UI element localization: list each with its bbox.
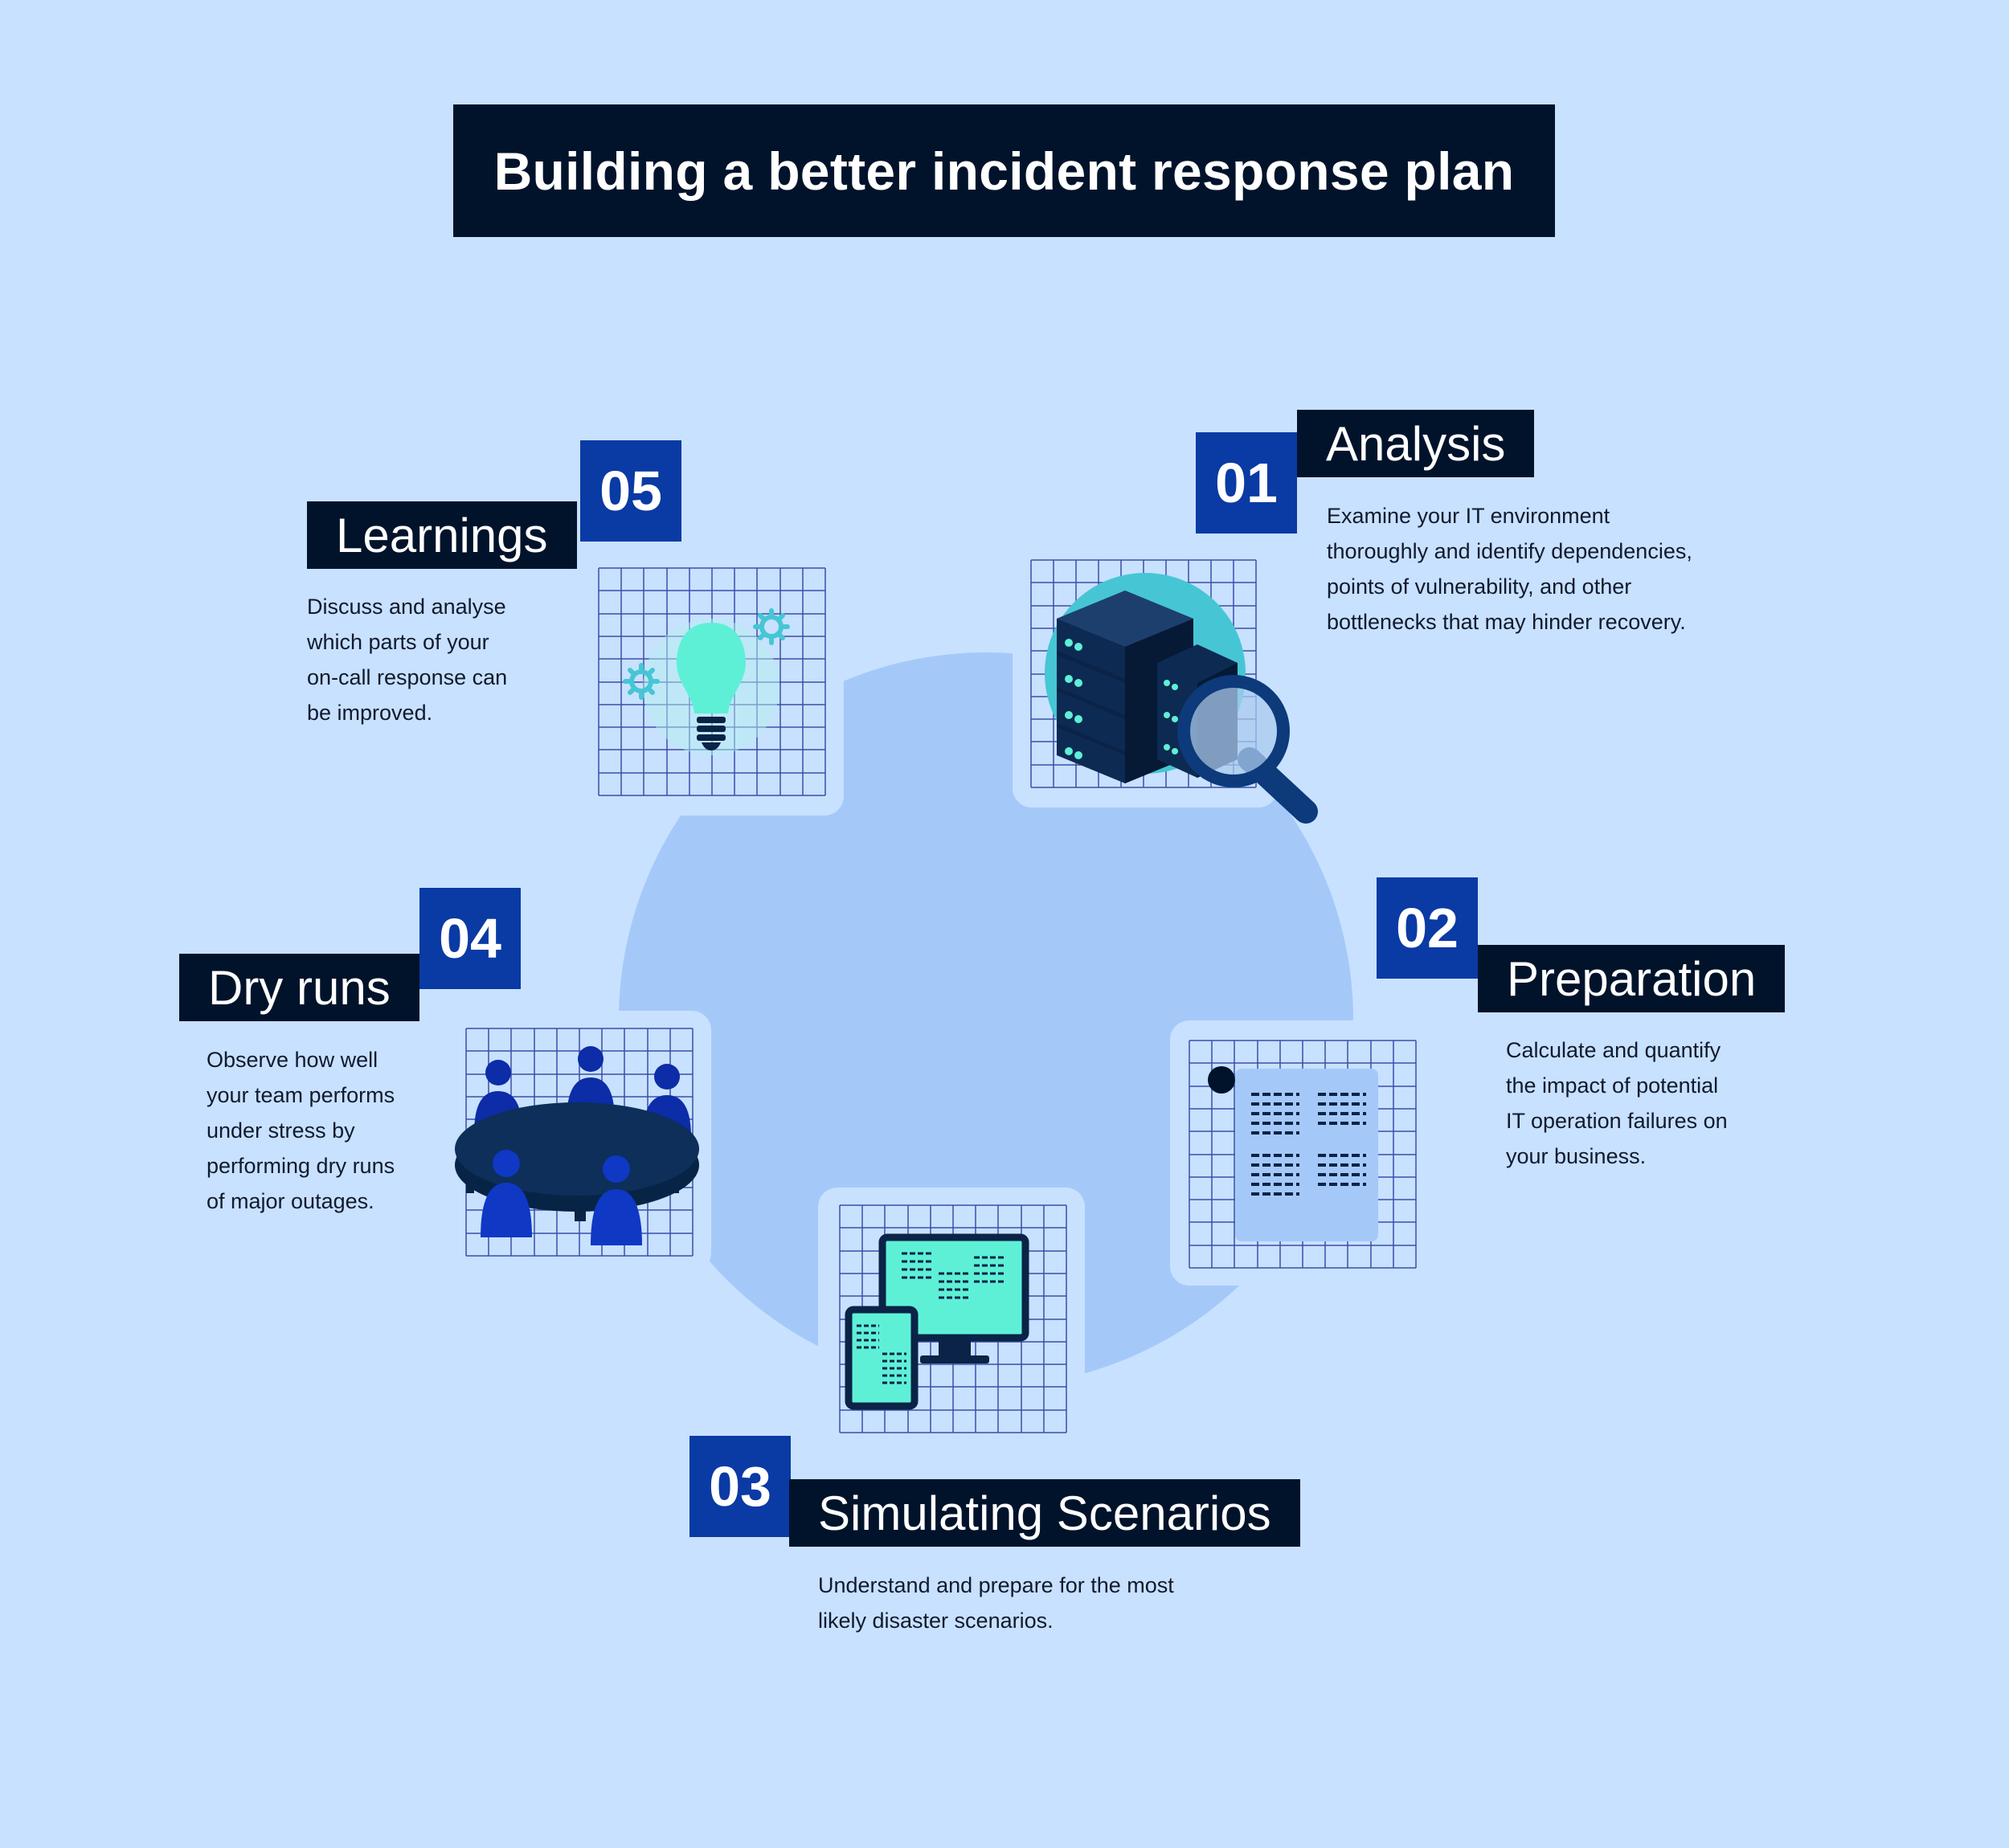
lightbulb-gears-icon (623, 608, 790, 755)
step-number-03: 03 (689, 1436, 791, 1537)
step-label-analysis: Analysis (1297, 410, 1535, 477)
document-icon (1208, 1066, 1378, 1241)
step-label-dry-runs: Dry runs (179, 954, 419, 1021)
step-description-dry-runs: Observe how well your team performs unde… (207, 1048, 395, 1213)
step-number-02: 02 (1377, 877, 1478, 979)
page-title: Building a better incident response plan (453, 104, 1555, 237)
step-description-learnings: Discuss and analyse which parts of your … (307, 595, 508, 725)
step-description-analysis: Examine your IT environment thoroughly a… (1327, 504, 1692, 634)
server-magnifier-icon (1045, 573, 1318, 824)
monitor-tablet-icon (845, 1233, 1029, 1410)
step-label-simulating-scenarios: Simulating Scenarios (789, 1479, 1300, 1547)
step-description-preparation: Calculate and quantify the impact of pot… (1506, 1038, 1728, 1168)
page-title-text: Building a better incident response plan (493, 141, 1515, 201)
meeting-table-icon (455, 1046, 699, 1245)
step-number-01: 01 (1196, 432, 1297, 534)
step-description-simulating-scenarios: Understand and prepare for the most like… (818, 1573, 1174, 1633)
step-label-learnings: Learnings (307, 501, 577, 569)
step-label-preparation: Preparation (1478, 945, 1786, 1012)
step-number-04: 04 (419, 888, 521, 989)
step-number-05: 05 (580, 440, 681, 542)
